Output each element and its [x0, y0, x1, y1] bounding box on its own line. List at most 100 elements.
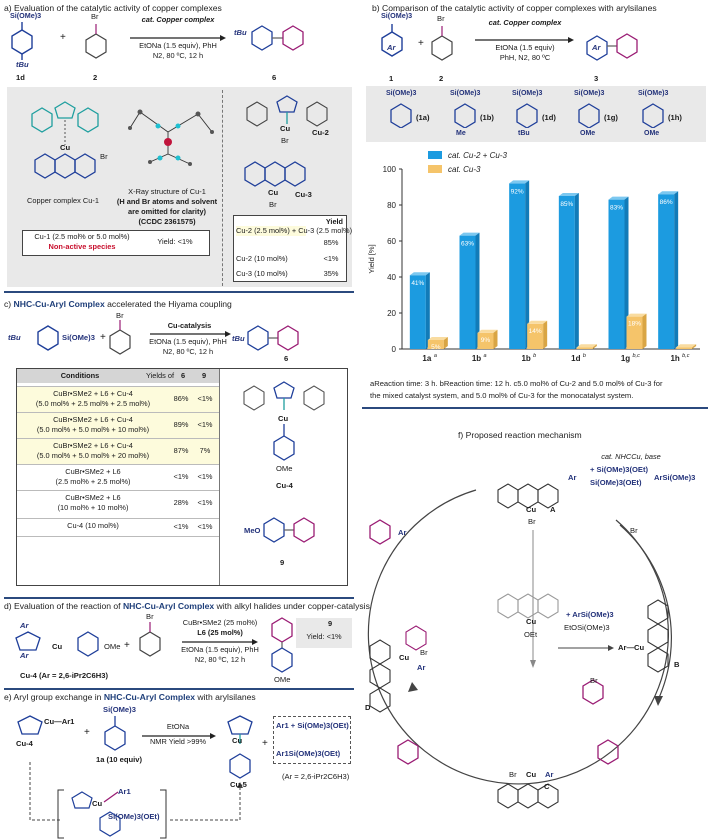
bar-data-label: 9%: [481, 337, 491, 344]
substrate-box: [366, 86, 706, 142]
substrate-si: Si(OMe)3: [638, 90, 669, 97]
cu1-result: Cu-1 (2.5 mol% or 5.0 mol%) Non-active s…: [34, 232, 130, 251]
cu4-label: Cu-4: [276, 481, 293, 490]
label-6: 6: [272, 73, 277, 82]
panel-c-col-divider: [219, 369, 220, 585]
f-mid-oet: OEt: [524, 630, 538, 639]
table-row-yield-6: 89%: [173, 420, 189, 429]
y-tick-label: 0: [392, 345, 397, 354]
panel-b-title: b) Comparison of the catalytic activity …: [372, 3, 657, 13]
legend-label: cat. Cu-2 + Cu-3: [448, 151, 507, 160]
f-label-B: B: [674, 660, 680, 669]
bar-top: [527, 320, 548, 324]
f-label-C: C: [544, 782, 550, 791]
c-reagent-br: Br: [116, 311, 124, 320]
substrate-label: (1h): [668, 113, 682, 122]
bar-side: [493, 329, 498, 349]
bar-top: [558, 193, 579, 196]
cu2-label: Cu-2: [312, 128, 329, 137]
d-yield: Yield: <1%: [306, 632, 342, 641]
substrate-si: Si(OMe)3: [512, 90, 543, 97]
bar-top: [427, 337, 448, 340]
bar-data-label: 5%: [431, 344, 441, 351]
x-tick-sup: b,c: [633, 353, 641, 359]
reagent-1d-si: Si(OMe)3: [10, 11, 42, 20]
f-label-A: A: [550, 505, 556, 514]
benzene-ring-1d: [11, 22, 33, 60]
panel-e-conditions: EtONa: [166, 722, 190, 731]
panel-b-scheme: [381, 24, 638, 61]
bar: [509, 183, 526, 349]
divider-c: [4, 597, 354, 599]
panel-c-conditions: EtONa (1.5 equiv), PhH N2, 80 ºC, 12 h: [149, 337, 227, 356]
divider-a: [4, 291, 354, 293]
product-6: [251, 25, 304, 51]
bar-side: [692, 344, 697, 349]
c-col-6: 6: [180, 371, 186, 380]
panel-d-title: d) Evaluation of the reaction of NHC-Cu-…: [4, 601, 370, 611]
chart-footnote: aReaction time: 3 h. bReaction time: 12 …: [370, 379, 663, 400]
substrate-si: Si(OMe)3: [574, 90, 605, 97]
bar-side: [592, 344, 597, 349]
f-cu-C: Cu: [526, 770, 537, 779]
f-cat-si: + Si(OMe)3(OEt): [590, 465, 649, 474]
f-cat: cat. NHCCu, base: [601, 452, 661, 461]
divider-b: [362, 407, 708, 409]
y-axis-label: Yield [%]: [367, 244, 376, 273]
table-row: [17, 490, 219, 516]
f-mid-cu: Cu: [526, 617, 537, 626]
bar-data-label: 63%: [461, 241, 474, 248]
table-a-row-3-yield: 35%: [323, 269, 339, 278]
table-row: [17, 412, 219, 438]
b-plus: +: [418, 38, 424, 49]
x-tick-sup: b: [533, 353, 536, 359]
y-tick-label: 20: [387, 309, 396, 318]
d-cu4-caption: Cu-4 (Ar = 2,6-iPr2C6H3): [20, 671, 108, 680]
plus-sign: +: [60, 32, 66, 43]
x-tick-label: 1b: [521, 354, 530, 363]
cu1-cu-atom: Cu: [60, 143, 71, 152]
substrate-ring: [390, 103, 412, 128]
table-a-row-2-yield: <1%: [323, 254, 339, 263]
bar: [409, 275, 426, 349]
c-reagent-si: Si(OMe)3: [62, 333, 95, 342]
table-row-yield-9: <1%: [197, 394, 213, 403]
d-ome: OMe: [104, 642, 121, 651]
cu1-br: Br: [100, 152, 108, 161]
substrate-ring: [454, 103, 476, 128]
bar: [676, 347, 693, 349]
d-ar-bottom: Ar: [20, 651, 29, 660]
bar-top: [676, 344, 697, 348]
table-a-row-3-cond: Cu-3 (10 mol%): [236, 269, 288, 278]
x-tick-sup: a: [434, 353, 437, 359]
table-row-conditions: CuBr•SMe2 + L6 + Cu-4(5.0 mol% + 2.5 mol…: [35, 389, 151, 408]
e-ts-ar1: Ar1: [118, 787, 131, 796]
bar-side: [574, 193, 579, 349]
yield-header: Yield: [325, 217, 343, 226]
table-row-yield-6: <1%: [173, 472, 189, 481]
d-br: Br: [146, 612, 154, 621]
c-plus: +: [100, 332, 106, 343]
table-row: [17, 438, 219, 464]
table-row-conditions: CuBr•SMe2 + L6(10 mol% + 10 mol%): [57, 493, 129, 512]
bar: [477, 332, 494, 349]
label-1d: 1d: [16, 73, 25, 82]
xray-caption: X-Ray structure of Cu-1 (H and Br atoms …: [116, 187, 218, 226]
panel-d-conditions: EtONa (1.5 equiv), PhH N2, 80 ºC, 12 h: [181, 645, 259, 664]
f-br-sub: Br: [590, 676, 598, 685]
table-row: [17, 464, 219, 490]
b-label-3: 3: [594, 74, 599, 83]
reagent-1d-tbu: tBu: [16, 60, 29, 69]
bar-side: [475, 232, 480, 349]
f-arsi-mid: + ArSi(OMe)3: [566, 610, 614, 619]
panel-d-catalysts: CuBr•SMe2 (25 mol%) L6 (25 mol%): [182, 618, 258, 637]
e-cu5: Cu-5: [230, 780, 247, 789]
cu4-cu: Cu: [278, 414, 289, 423]
x-tick-sup: b,c: [682, 353, 690, 359]
panel-c-scheme: [37, 320, 299, 355]
cu1-result-box: [22, 230, 210, 256]
bar-top: [576, 344, 597, 348]
substrate-sub: OMe: [580, 130, 596, 137]
cu2-cu: Cu: [280, 124, 291, 133]
table-row-yield-9: 7%: [199, 446, 211, 455]
